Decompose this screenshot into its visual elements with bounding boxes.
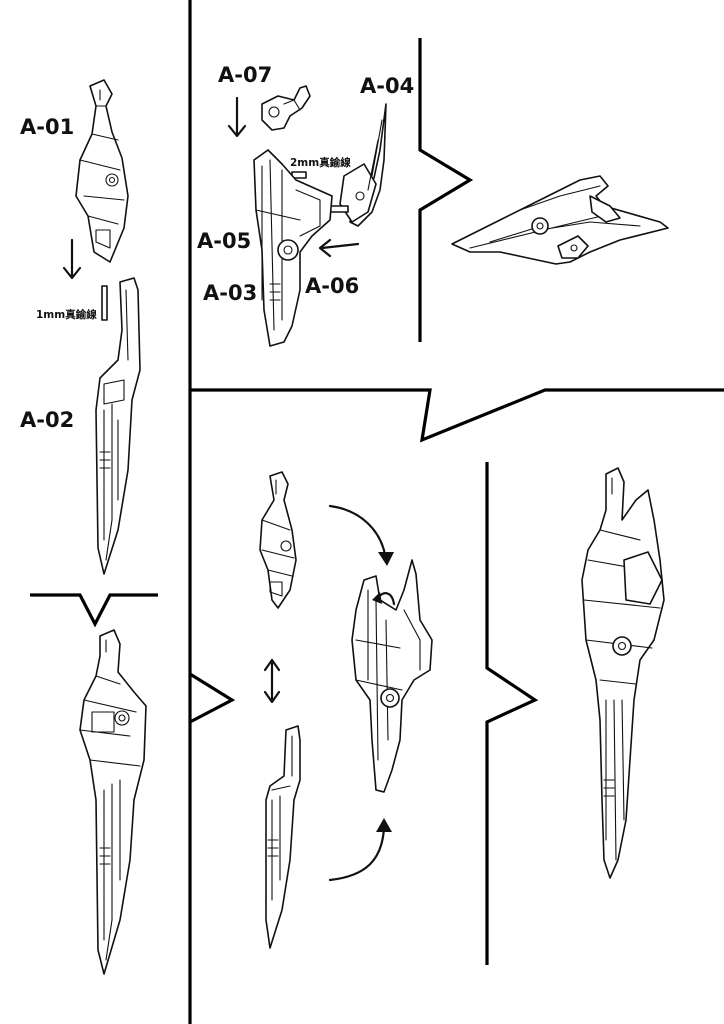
part-a07-clip xyxy=(261,85,311,131)
curved-arrow-icon xyxy=(328,818,392,882)
label-a05: A-05 xyxy=(197,229,251,253)
label-a07: A-07 xyxy=(218,63,272,87)
label-a01: A-01 xyxy=(20,115,74,139)
svg-text:A-02: A-02 xyxy=(20,408,74,432)
assembled-weapon-horizontal xyxy=(451,175,669,265)
final-assembly xyxy=(581,467,665,879)
arrow-down-icon xyxy=(62,238,82,280)
svg-text:A-05: A-05 xyxy=(197,229,251,253)
brass-wire-1mm: 1mm真鍮線 xyxy=(36,285,108,321)
brass-wire-2mm: 2mm真鍮線 xyxy=(290,156,351,213)
svg-text:A-01: A-01 xyxy=(20,115,74,139)
part-a02-blade xyxy=(95,277,141,575)
label-a03: A-03 xyxy=(203,281,257,305)
double-arrow-icon xyxy=(263,658,281,704)
svg-text:A-06: A-06 xyxy=(305,274,359,298)
label-a06: A-06 xyxy=(305,274,359,298)
svg-text:1mm真鍮線: 1mm真鍮線 xyxy=(36,308,97,321)
curved-arrow-icon xyxy=(328,504,394,566)
svg-text:A-04: A-04 xyxy=(360,74,414,98)
part-a04-fin xyxy=(339,103,387,227)
part-a03-a05-body xyxy=(253,149,333,347)
handle-small xyxy=(259,471,297,609)
arrow-down-icon xyxy=(227,96,247,138)
svg-text:A-07: A-07 xyxy=(218,63,272,87)
label-a04: A-04 xyxy=(360,74,414,98)
arrow-left-icon xyxy=(318,238,360,258)
assembly-middle xyxy=(351,559,433,793)
label-a02: A-02 xyxy=(20,408,74,432)
svg-text:A-03: A-03 xyxy=(203,281,257,305)
blade-small xyxy=(265,725,301,949)
svg-text:2mm真鍮線: 2mm真鍮線 xyxy=(290,156,351,169)
assembled-sword-left xyxy=(79,629,147,975)
part-a01-handle xyxy=(75,79,129,263)
panel-dividers xyxy=(30,0,724,1024)
